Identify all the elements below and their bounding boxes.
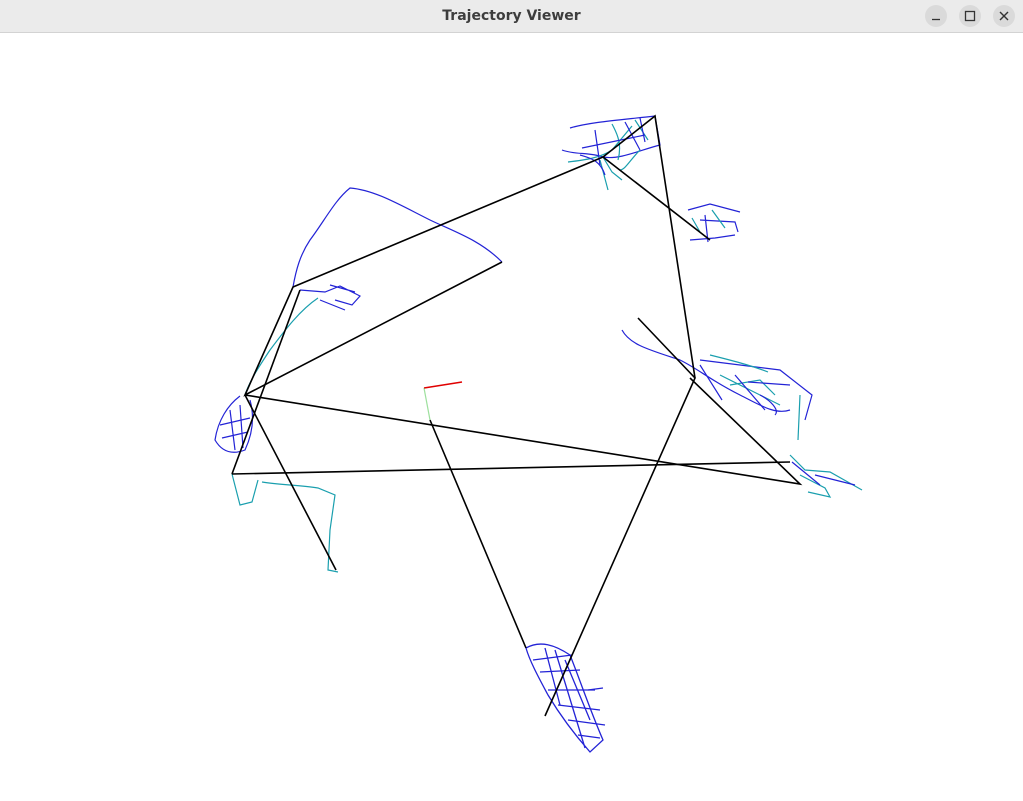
trajectory-canvas[interactable] [0,33,1023,801]
map-cluster-top-right [561,115,661,191]
title-bar[interactable]: Trajectory Viewer [0,0,1023,33]
trajectory-path [231,114,803,717]
maximize-button[interactable] [959,5,981,27]
map-cluster-left-grid [214,395,339,573]
start-pose-marker [423,381,463,421]
minimize-button[interactable] [925,5,947,27]
map-cluster-bottom-grid [525,643,606,753]
map-cluster-upper-left [244,187,503,396]
window-title: Trajectory Viewer [442,8,581,24]
maximize-icon [964,10,976,22]
close-icon [999,11,1009,21]
map-cluster-right-small [687,203,741,243]
close-button[interactable] [993,5,1015,27]
minimize-icon [932,18,940,21]
map-cluster-right-dense [621,329,863,498]
